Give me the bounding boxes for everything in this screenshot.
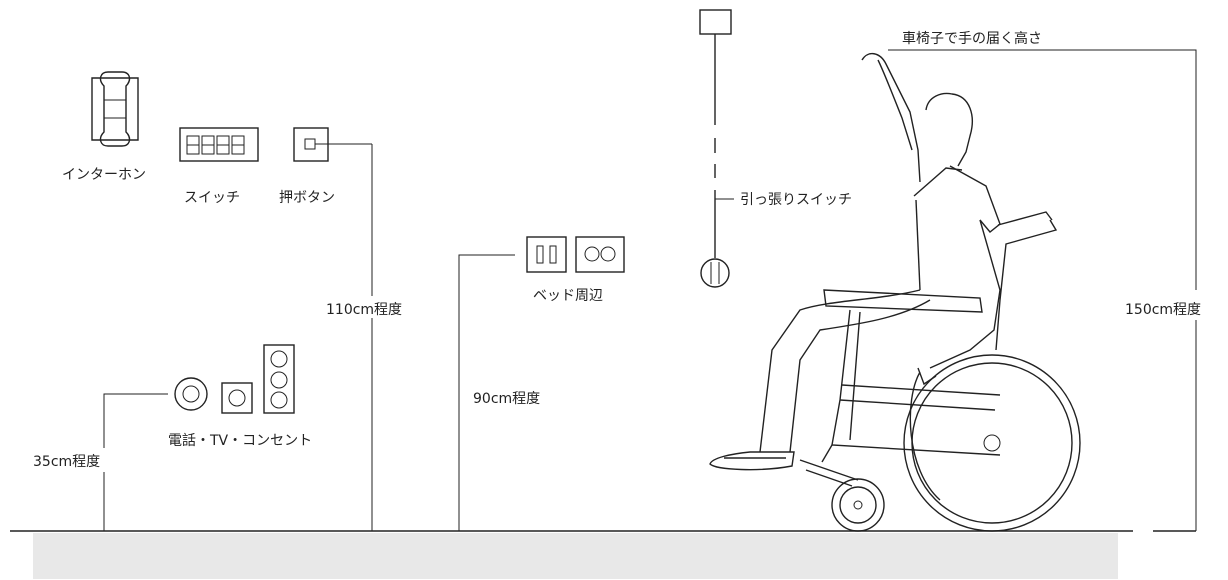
intercom-label: インターホン	[62, 167, 146, 183]
push-button-label: 押ボタン	[279, 190, 335, 206]
phone-tv-outlet-label: 電話・TV・コンセント	[168, 432, 312, 449]
intercom-icon	[91, 71, 139, 147]
bedside-label: ベッド周辺	[533, 288, 603, 304]
pull-switch-icon	[699, 9, 734, 288]
bedside-outlet-icon	[526, 236, 625, 273]
push-button-icon	[293, 127, 372, 162]
switch-panel-icon	[179, 127, 259, 162]
wheelchair-user-illustration	[709, 53, 1081, 532]
height-35-label: 35cm程度	[33, 454, 100, 470]
pull-switch-label: 引っ張りスイッチ	[740, 192, 852, 208]
reach-height-label: 車椅子で手の届く高さ	[902, 30, 1042, 47]
phone-tv-outlet-icon	[174, 344, 295, 414]
height-90-label: 90cm程度	[473, 391, 540, 407]
height-150-label: 150cm程度	[1125, 302, 1201, 318]
floor-band	[33, 533, 1118, 579]
height-35-leader-top	[103, 393, 168, 448]
switch-label: スイッチ	[184, 190, 240, 206]
height-90-leader	[458, 254, 515, 531]
height-150-leader-top	[888, 49, 1197, 290]
height-110-label: 110cm程度	[326, 302, 402, 318]
